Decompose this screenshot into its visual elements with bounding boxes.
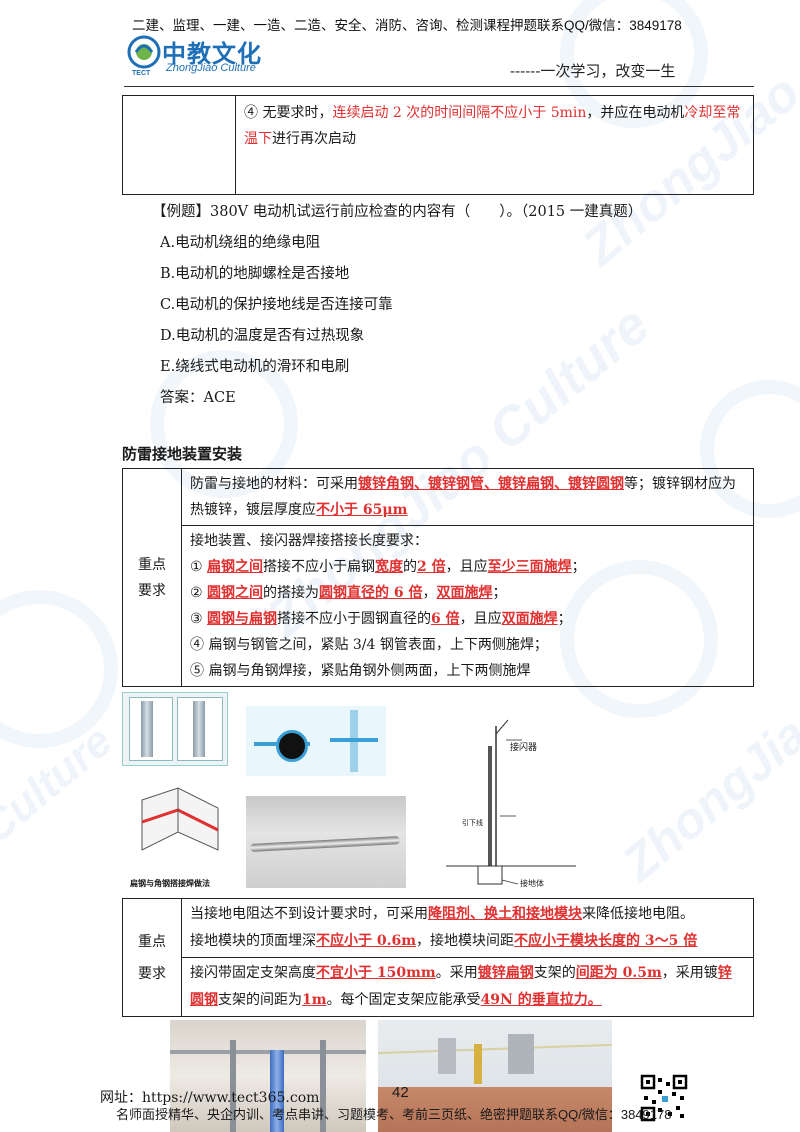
footer-contact-line: 名师面授精华、央企内训、考点串讲、习题模考、考前三页纸、绝密押题联系QQ/微信：… [116,1107,672,1122]
weld-rule-3: ③ 圆钢与扁钢搭接不应小于圆钢直径的6 倍，且应双面施焊； [190,611,572,627]
key-requirement-label: 重点 要求 [122,468,182,687]
logo-icon [127,35,161,69]
option-c: C.电动机的保护接地线是否连接可靠 [160,297,393,313]
logo: 中教文化 ZhongJiao Culture TECT [126,34,276,82]
logo-subtitle: ZhongJiao Culture [166,62,256,74]
welded-rod-photo [246,796,406,888]
option-d: D.电动机的温度是否有过热现象 [160,328,365,344]
angle-caption: 扁钢与角钢搭接焊做法 [130,879,210,888]
weld-lap-cell: 接地装置、接闪器焊接搭接长度要求： ① 扁钢之间搭接不应小于扁钢宽度的2 倍，且… [181,525,754,687]
weld-rule-5: ⑤ 扁钢与角钢焊接，紧贴角钢外侧两面，上下两侧施焊 [190,663,531,679]
option-e: E.绕线式电动机的滑环和电刷 [160,359,350,375]
material-cell: 防雷与接地的材料：可采用镀锌角钢、镀锌钢管、镀锌扁钢、镀锌圆钢等；镀锌钢材应为热… [181,468,754,526]
slogan: ------一次学习，改变一生 [510,62,676,80]
label-grounding-body: 接地体 [520,879,544,888]
logo-title: 中教文化 [162,41,262,68]
option-a: A.电动机绕组的绝缘电阻 [160,235,321,251]
weld-rule-4: ④ 扁钢与钢管之间，紧贴 3/4 钢管表面，上下两侧施焊； [190,637,548,653]
answer: 答案：ACE [160,390,236,406]
qr-code-icon [640,1074,688,1122]
grounding-resistance-cell: 当接地电阻达不到设计要求时，可采用降阻剂、换土和接地模块来降低接地电阻。 接地模… [181,898,754,958]
lightning-rod-diagram: 接闪器 引下线 接地体 [426,706,596,892]
startup-interval-cell: ④ 无要求时，连续启动 2 次的时间间隔不应小于 5min，并应在电动机冷却至常… [235,95,754,195]
page-number: 42 [392,1084,409,1101]
weld-rule-2: ② 圆钢之间的搭接为圆钢直径的 6 倍，双面施焊； [190,585,507,601]
option-b: B.电动机的地脚螺栓是否接地 [160,266,350,282]
top-table: ④ 无要求时，连续启动 2 次的时间间隔不应小于 5min，并应在电动机冷却至常… [122,95,754,195]
angle-steel-drawing [141,787,219,851]
key-requirement-label-2: 重点 要求 [122,898,182,1017]
label-down-conductor: 引下线 [462,820,483,827]
watermark: Culture [0,716,122,853]
lightning-strip-cell: 接闪带固定支架高度不宜小于 150mm。采用镀锌扁钢支架的间距为 0.5m，采用… [181,957,754,1017]
bracket-photo [170,1020,366,1132]
label-lightning-rod: 接闪器 [510,742,538,752]
section-title: 防雷接地装置安装 [122,446,243,463]
angle-flat-steel-diagram: 扁钢与角钢搭接焊做法 [122,780,236,892]
question-stem: 【例题】380V 电动机试运行前应检查的内容有（ ）。（2015 一建真题） [152,204,643,220]
grounding-table: 重点 要求 当接地电阻达不到设计要求时，可采用降阻剂、换土和接地模块来降低接地电… [122,898,754,1017]
steel-pipe-photo [122,692,228,766]
footer-url: 网址：https://www.tect365.com [100,1090,320,1106]
header-contact-line: 二建、监理、一建、一造、二造、安全、消防、咨询、检测课程押题联系QQ/微信：38… [132,18,682,33]
logo-tect: TECT [132,70,151,77]
watermark-circle [0,590,118,748]
header-rule [124,86,754,87]
lightning-rod-drawing [446,719,576,885]
pipe-flat-steel-diagram [246,706,386,776]
example-question: 【例题】380V 电动机试运行前应检查的内容有（ ）。（2015 一建真题） A… [152,197,642,414]
rooftop-strip-photo [378,1020,612,1132]
watermark: ZhongJiao [611,686,800,892]
weld-rule-1: ① 扁钢之间搭接不应小于扁钢宽度的2 倍，且应至少三面施焊； [190,559,586,575]
lightning-material-table: 重点 要求 防雷与接地的材料：可采用镀锌角钢、镀锌钢管、镀锌扁钢、镀锌圆钢等；镀… [122,468,754,687]
